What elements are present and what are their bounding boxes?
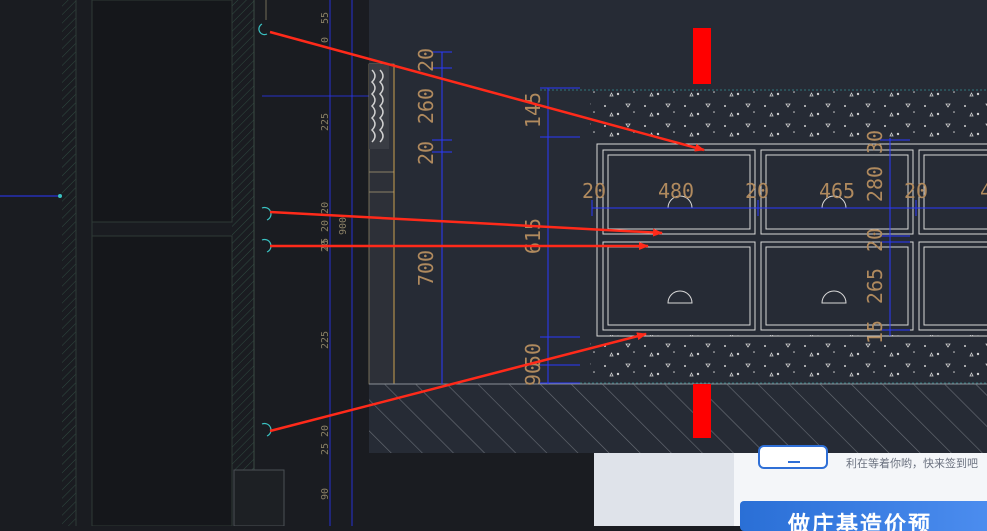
frame-grid [596,143,987,337]
popup-overlay: 利在等着你哟，快来签到吧 做庄基造价预 [594,445,987,531]
dim-r265: 265 [863,268,887,304]
left-dim-4: 900 [338,217,349,235]
promo-banner[interactable]: 做庄基造价预 [740,501,987,531]
left-dim-2: 225 [320,113,331,131]
dim-w480: 480 [658,179,694,203]
dim-w465: 465 [819,179,855,203]
left-dim-6: 225 [320,331,331,349]
dim-r20: 20 [863,228,887,252]
dim-145: 145 [521,92,545,128]
dim-r30: 30 [863,130,887,154]
promo-banner-text: 做庄基造价预 [788,512,933,531]
dim-w20c: 20 [904,179,928,203]
dimension-labels: 20 260 20 700 145 615 50 90 30 280 20 26… [414,48,987,386]
checkin-icon[interactable] [758,445,828,469]
checkin-text: 利在等着你哟，快来签到吧 [846,458,978,470]
main-drawing-panel [368,0,987,453]
dim-615: 615 [521,218,545,254]
dim-w20b: 20 [745,179,769,203]
left-dim-1: 0 [320,37,331,43]
dim-r15: 15 [863,320,887,344]
dim-700: 700 [414,250,438,286]
popup-left-margin [594,453,734,526]
red-markers [693,28,711,438]
annotation-arrows [269,30,705,433]
dim-w20a: 20 [582,179,606,203]
left-dim-0: 55 [320,12,331,24]
popup-card: 利在等着你哟，快来签到吧 做庄基造价预 [734,445,987,531]
left-structure [0,0,370,526]
left-dim-8: 90 [320,488,331,500]
left-dim-3: 25 20 20 [320,202,331,250]
dimension-lines [432,51,987,384]
dim-top-260: 260 [414,88,438,124]
left-dim-7: 25 20 [320,425,331,455]
checkin-icon-bar [788,453,800,463]
left-dimension-labels: 55 0 225 25 20 20 900 20 225 25 20 90 [320,12,349,500]
dim-top-20: 20 [414,48,438,72]
dim-r280: 280 [863,166,887,202]
dim-mid-20: 20 [414,141,438,165]
dim-w4: 4 [980,179,987,203]
